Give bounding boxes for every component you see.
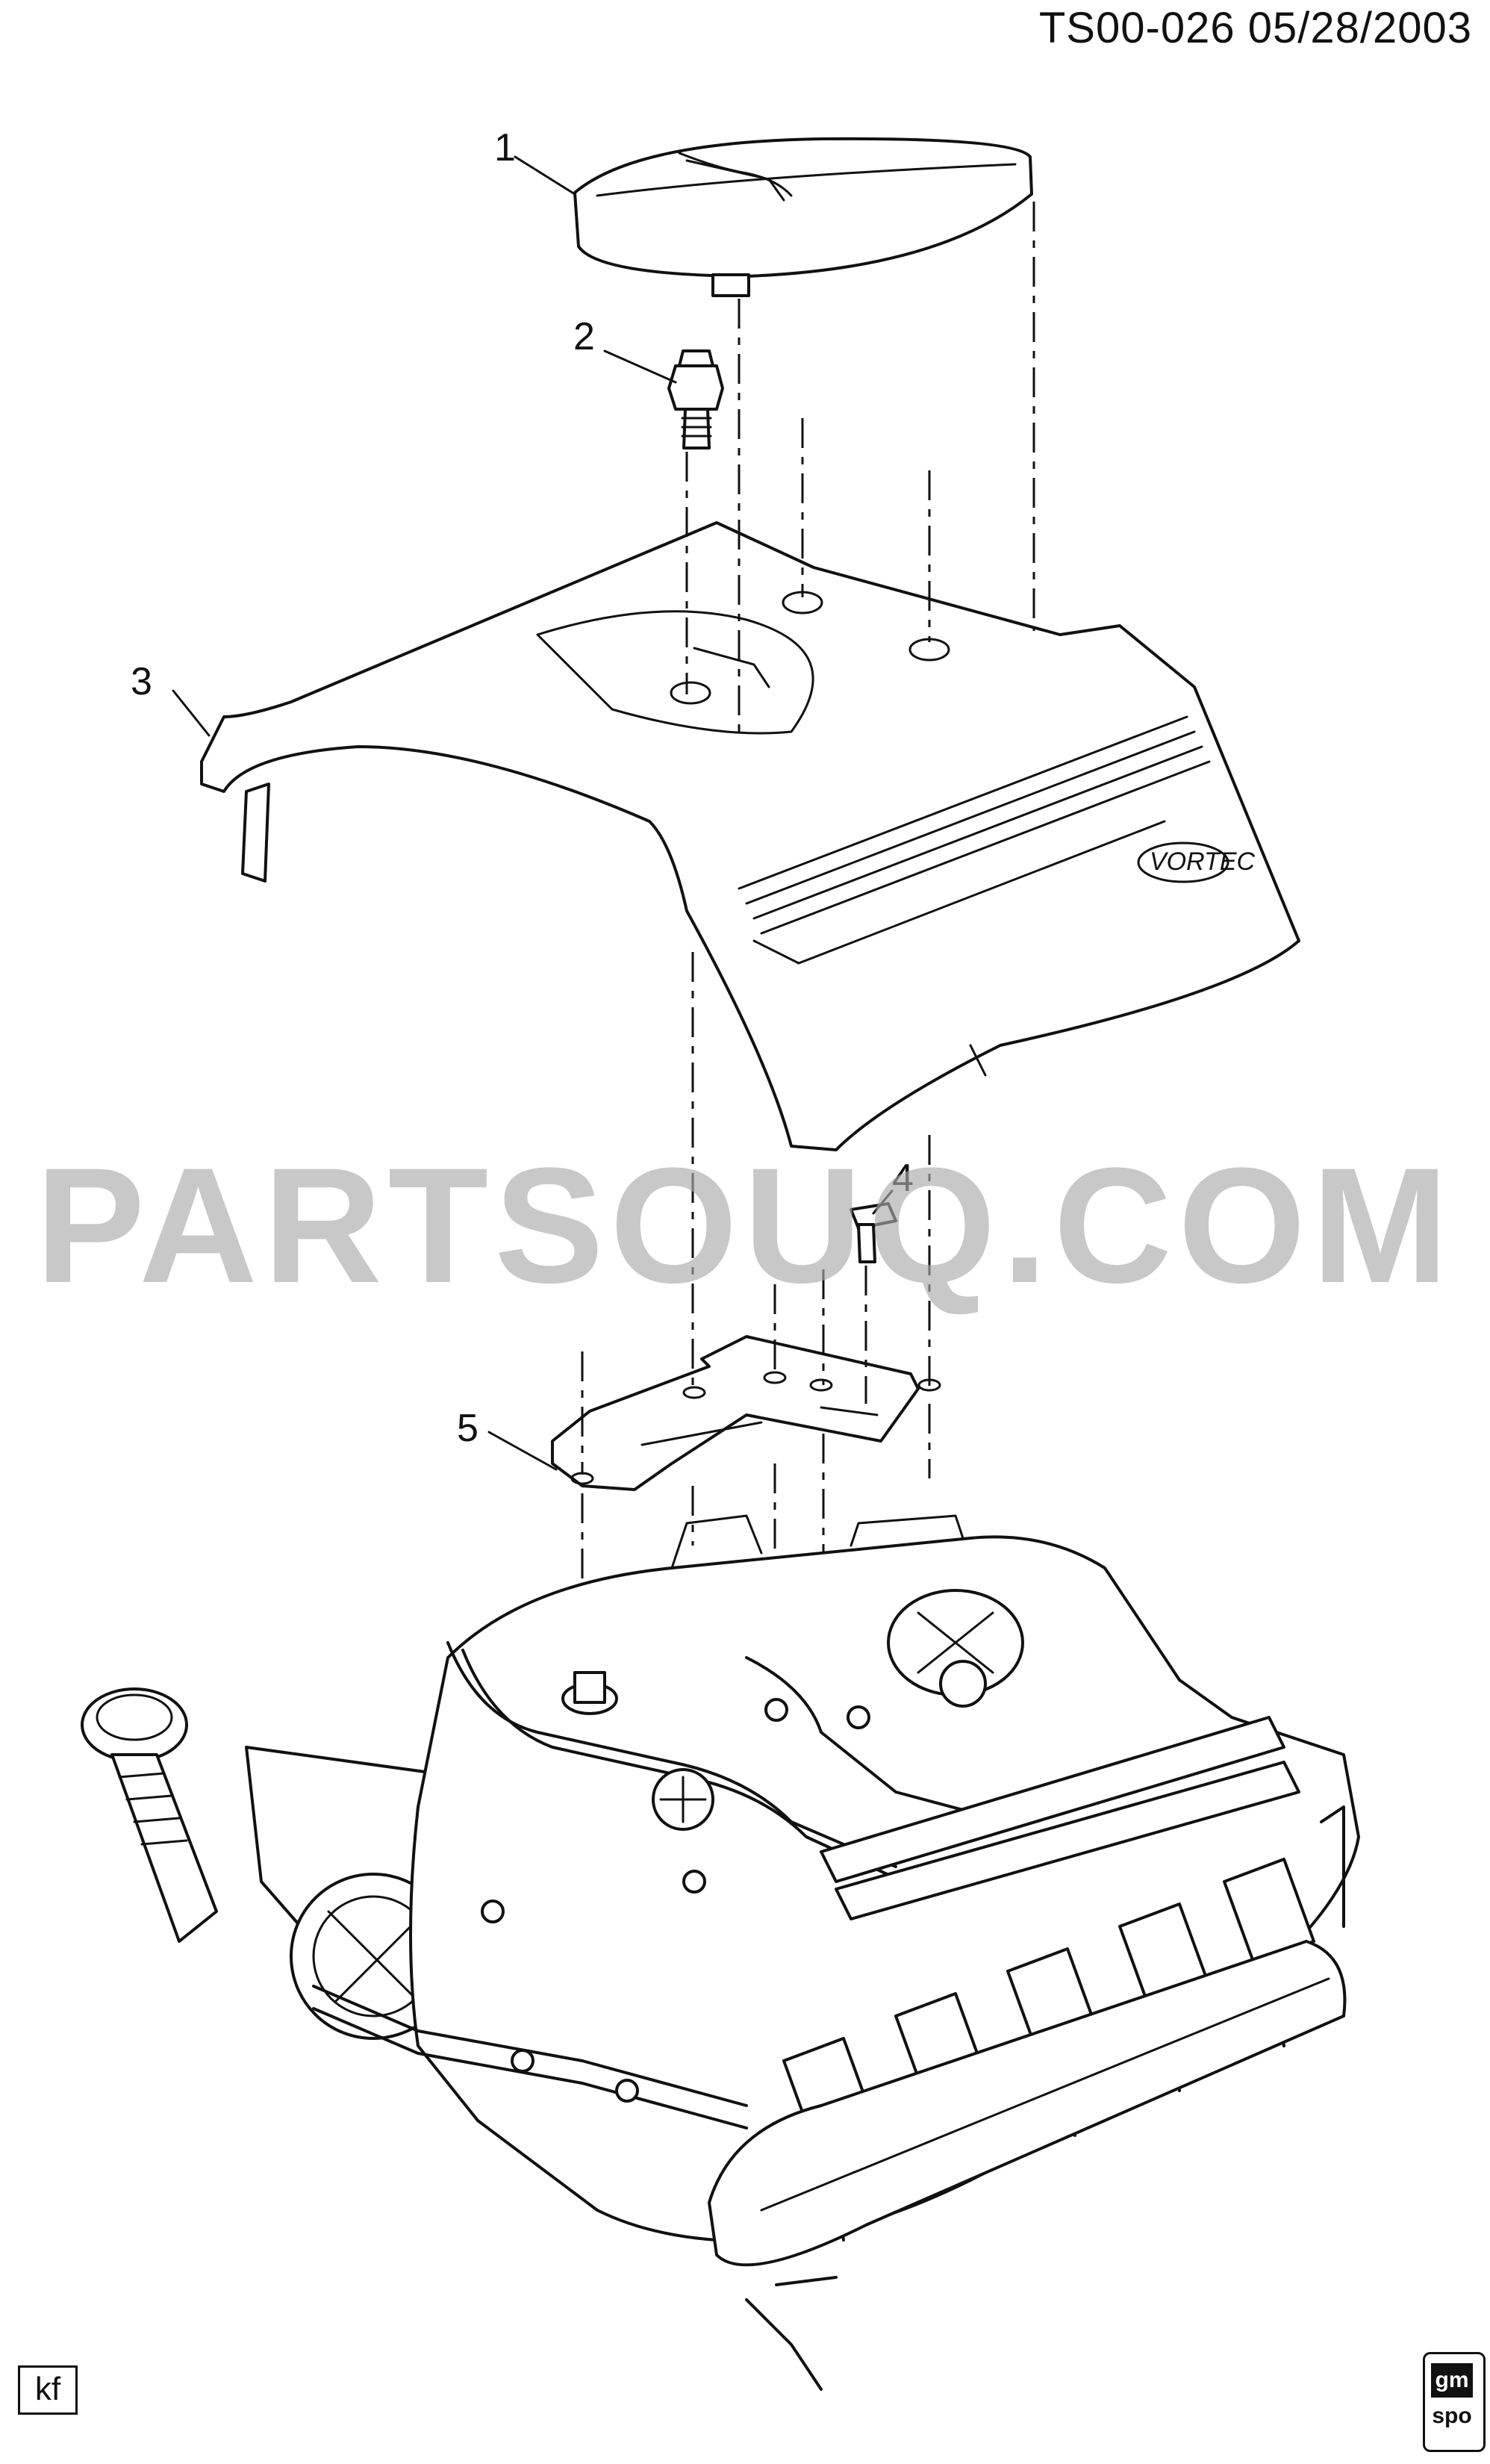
engine-assembly xyxy=(81,1514,1360,2391)
part-4-bolt xyxy=(850,1202,897,1263)
watermark: PARTSOUQ.COM xyxy=(35,1133,1455,1317)
diagram-code: TS00-026 05/28/2003 xyxy=(1038,4,1472,52)
logo-gm-text: gm xyxy=(1431,2363,1473,2398)
assembly-lines xyxy=(581,202,1035,1687)
part-5-bracket xyxy=(551,1335,941,1491)
callout-4: 4 xyxy=(892,1157,914,1200)
logo-spo-text: spo xyxy=(1432,2404,1472,2428)
callout-3: 3 xyxy=(131,660,152,703)
part-1-upper-cover xyxy=(573,137,1033,297)
callout-1: 1 xyxy=(494,126,516,169)
corner-label: kf xyxy=(18,2365,78,2415)
part-3-manifold-cover: VORTEC xyxy=(200,521,1300,1151)
gm-spo-logo: gm spo xyxy=(1423,2352,1486,2452)
callout-5: 5 xyxy=(457,1407,479,1450)
vortec-emblem: VORTEC xyxy=(1150,847,1256,876)
callout-2: 2 xyxy=(573,315,595,358)
callout-leaders xyxy=(172,155,894,1471)
part-2-stud xyxy=(667,349,724,449)
